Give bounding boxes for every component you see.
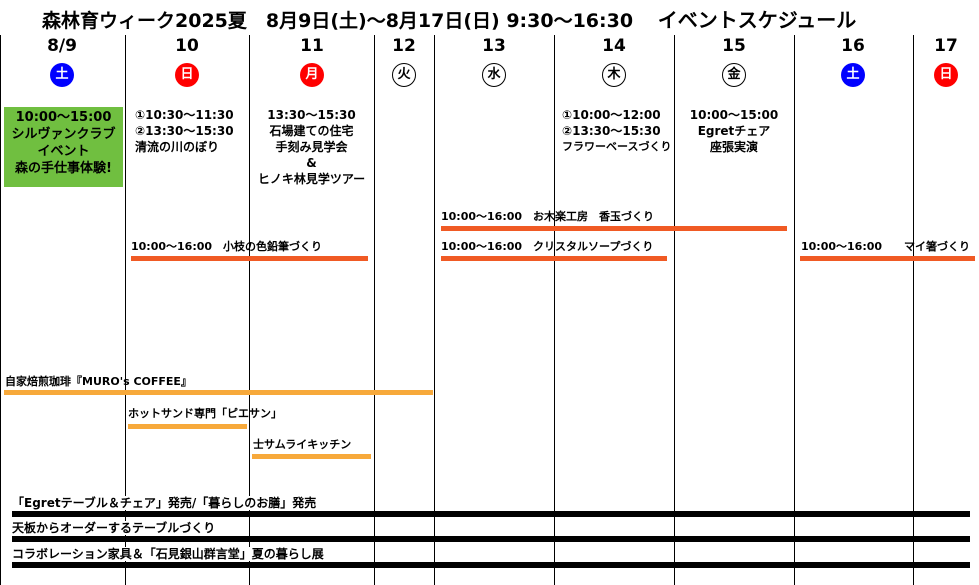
event-line: ヒノキ林見学ツアー [257, 172, 366, 186]
day-date: 14 [602, 36, 626, 56]
bar-koeda [131, 256, 368, 261]
event-line: 13:30〜15:30 [267, 108, 356, 122]
bar-otama [441, 226, 787, 231]
event-line: & [306, 156, 317, 170]
event-line: イベント [37, 144, 90, 159]
event-line: ②13:30〜15:30 [135, 124, 234, 138]
day-date: 13 [482, 36, 506, 56]
column-divider [794, 35, 795, 585]
event-line: 森の手仕事体験! [15, 161, 112, 176]
bar-label-maibashi: 10:00〜16:00 マイ箸づくり [801, 240, 971, 253]
day-date: 12 [392, 36, 416, 56]
column-divider [0, 35, 1, 585]
bar-label-long2: 天板からオーダーするテーブルづくり [12, 521, 216, 535]
day-date: 15 [722, 36, 746, 56]
bar-label-samurai: 士サムライキッチン [253, 438, 352, 451]
bar-hotsand [128, 424, 247, 429]
weekday-badge: 火 [392, 63, 416, 87]
event-line: Egretチェア [697, 124, 771, 138]
weekday-badge: 月 [300, 63, 324, 87]
column-divider [913, 35, 914, 585]
bar-crystal [441, 256, 667, 261]
bar-label-otama: 10:00〜16:00 お木楽工房 香玉づくり [441, 210, 655, 223]
column-divider [249, 35, 250, 585]
column-divider [674, 35, 675, 585]
event-line: 座張実演 [709, 140, 758, 154]
day-date: 17 [934, 36, 958, 56]
day-date: 8/9 [47, 36, 77, 56]
bar-samurai [252, 454, 371, 459]
column-divider [374, 35, 375, 585]
weekday-badge: 土 [841, 63, 865, 87]
event-flower-vase: ①10:00〜12:00 ②13:30〜15:30 フラワーベースづくり [562, 107, 671, 155]
bar-muro [4, 390, 433, 395]
event-line: 石場建ての住宅 [269, 124, 354, 138]
column-divider [434, 35, 435, 585]
bar-label-muro: 自家焙煎珈琲『MURO's COFFEE』 [5, 375, 192, 388]
event-line: 10:00〜15:00 [15, 110, 112, 125]
event-egret-chair: 10:00〜15:00 Egretチェア 座張実演 [674, 107, 794, 155]
weekday-badge: 日 [934, 63, 958, 87]
weekday-badge: 土 [50, 63, 74, 87]
event-line: ②13:30〜15:30 [562, 124, 661, 138]
day-date: 10 [175, 36, 199, 56]
event-river: ①10:30〜11:30 ②13:30〜15:30 清流の川のぼり [135, 107, 234, 155]
column-divider [554, 35, 555, 585]
bar-maibashi [800, 256, 975, 261]
day-date: 16 [841, 36, 865, 56]
bar-long2 [12, 536, 970, 542]
event-house-tour: 13:30〜15:30 石場建ての住宅 手刻み見学会 & ヒノキ林見学ツアー [249, 107, 374, 187]
page-title: 森林育ウィーク2025夏 8月9日(土)〜8月17日(日) 9:30〜16:30… [42, 4, 856, 33]
event-line: フラワーベースづくり [562, 140, 672, 153]
weekday-badge: 金 [722, 63, 746, 87]
event-line: 清流の川のぼり [135, 140, 220, 154]
event-line: 10:00〜15:00 [689, 108, 779, 122]
weekday-badge: 水 [482, 63, 506, 87]
title-main: 森林育ウィーク2025夏 8月9日(土)〜8月17日(日) 9:30〜16:30 [42, 10, 634, 32]
bar-long3 [12, 562, 970, 568]
bar-label-hotsand: ホットサンド専門「ピエサン」 [128, 407, 282, 420]
column-divider [125, 35, 126, 585]
bar-label-crystal: 10:00〜16:00 クリスタルソープづくり [441, 240, 654, 253]
bar-label-long3: コラボレーション家具＆「石見銀山群言堂」夏の暮らし展 [12, 547, 324, 561]
weekday-badge: 木 [602, 63, 626, 87]
weekday-badge: 日 [175, 63, 199, 87]
bar-long1 [12, 511, 970, 517]
event-line: シルヴァンクラブ [11, 127, 116, 142]
title-subtitle: イベントスケジュール [657, 8, 857, 32]
event-line: ①10:00〜12:00 [562, 108, 661, 122]
day-date: 11 [300, 36, 324, 56]
bar-label-koeda: 10:00〜16:00 小枝の色鉛筆づくり [131, 240, 323, 253]
event-line: ①10:30〜11:30 [135, 108, 234, 122]
event-sylvan-club: 10:00〜15:00 シルヴァンクラブ イベント 森の手仕事体験! [4, 107, 123, 187]
bar-label-long1: 「Egretテーブル＆チェア」発売/「暮らしのお膳」発売 [12, 496, 317, 510]
event-line: 手刻み見学会 [275, 140, 348, 154]
